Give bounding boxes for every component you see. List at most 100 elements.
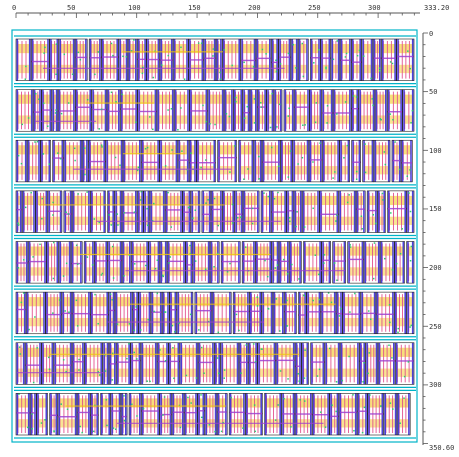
- standard-cell[interactable]: [332, 241, 347, 284]
- standard-cell[interactable]: [339, 342, 360, 385]
- standard-cell[interactable]: [120, 393, 128, 436]
- standard-cell[interactable]: [381, 38, 397, 81]
- standard-cell[interactable]: [360, 291, 377, 335]
- standard-cell[interactable]: [41, 89, 52, 132]
- standard-cell[interactable]: [121, 190, 138, 233]
- standard-cell[interactable]: [128, 393, 142, 436]
- standard-cell[interactable]: [49, 393, 58, 436]
- standard-cell[interactable]: [15, 38, 32, 81]
- standard-cell[interactable]: [71, 342, 85, 385]
- standard-cell[interactable]: [272, 291, 285, 335]
- standard-cell[interactable]: [141, 393, 160, 436]
- standard-cell[interactable]: [45, 291, 62, 335]
- cell-row[interactable]: [14, 35, 416, 85]
- standard-cell[interactable]: [342, 291, 361, 335]
- standard-cell[interactable]: [32, 89, 42, 132]
- standard-cell[interactable]: [257, 89, 267, 132]
- standard-cell[interactable]: [174, 89, 190, 132]
- standard-cell[interactable]: [137, 89, 157, 132]
- standard-cell[interactable]: [71, 190, 91, 233]
- standard-cell[interactable]: [24, 342, 42, 385]
- standard-cell[interactable]: [88, 38, 102, 81]
- standard-cell[interactable]: [61, 291, 73, 335]
- standard-cell[interactable]: [278, 38, 292, 81]
- standard-cell[interactable]: [301, 342, 309, 385]
- standard-cell[interactable]: [321, 89, 334, 132]
- standard-cell[interactable]: [294, 393, 313, 436]
- standard-cell[interactable]: [278, 241, 290, 284]
- standard-cell[interactable]: [249, 89, 258, 132]
- standard-cell[interactable]: [184, 393, 198, 436]
- standard-cell[interactable]: [242, 190, 260, 233]
- standard-cell[interactable]: [137, 38, 147, 81]
- standard-cell[interactable]: [90, 190, 106, 233]
- standard-cell[interactable]: [182, 190, 191, 233]
- standard-cell[interactable]: [35, 190, 48, 233]
- standard-cell[interactable]: [41, 342, 54, 385]
- standard-cell[interactable]: [406, 291, 415, 335]
- standard-cell[interactable]: [261, 139, 281, 183]
- standard-cell[interactable]: [194, 291, 213, 335]
- standard-cell[interactable]: [310, 342, 325, 385]
- standard-cell[interactable]: [253, 139, 263, 183]
- standard-cell[interactable]: [383, 393, 398, 436]
- standard-cell[interactable]: [391, 139, 402, 183]
- standard-cell[interactable]: [74, 38, 88, 81]
- standard-cell[interactable]: [58, 38, 76, 81]
- standard-cell[interactable]: [321, 241, 332, 284]
- standard-cell[interactable]: [75, 89, 92, 132]
- standard-cell[interactable]: [90, 291, 109, 335]
- standard-cell[interactable]: [169, 291, 177, 335]
- standard-cell[interactable]: [406, 241, 415, 284]
- standard-cell[interactable]: [102, 342, 110, 385]
- standard-cell[interactable]: [394, 291, 407, 335]
- standard-cell[interactable]: [309, 38, 321, 81]
- standard-cell[interactable]: [63, 190, 73, 233]
- standard-cell[interactable]: [159, 139, 178, 183]
- standard-cell[interactable]: [234, 190, 244, 233]
- standard-cell[interactable]: [351, 38, 362, 81]
- standard-cell[interactable]: [29, 393, 37, 436]
- standard-cell[interactable]: [233, 89, 243, 132]
- standard-cell[interactable]: [361, 38, 374, 81]
- standard-cell[interactable]: [377, 342, 396, 385]
- standard-cell[interactable]: [214, 342, 221, 385]
- standard-cell[interactable]: [210, 190, 223, 233]
- standard-cell[interactable]: [47, 190, 63, 233]
- standard-cell[interactable]: [157, 342, 169, 385]
- standard-cell[interactable]: [365, 342, 379, 385]
- standard-cell[interactable]: [351, 89, 359, 132]
- standard-cell-rows[interactable]: [14, 35, 416, 439]
- standard-cell[interactable]: [303, 241, 322, 284]
- cell-row[interactable]: [14, 389, 416, 439]
- standard-cell[interactable]: [141, 139, 160, 183]
- standard-cell[interactable]: [366, 190, 378, 233]
- standard-cell[interactable]: [379, 241, 395, 284]
- standard-cell[interactable]: [140, 342, 158, 385]
- standard-cell[interactable]: [159, 241, 168, 284]
- standard-cell[interactable]: [176, 291, 194, 335]
- standard-cell[interactable]: [266, 89, 275, 132]
- standard-cell[interactable]: [319, 190, 339, 233]
- standard-cell[interactable]: [394, 241, 405, 284]
- standard-cell[interactable]: [298, 291, 307, 335]
- standard-cell[interactable]: [108, 291, 116, 335]
- standard-cell[interactable]: [402, 89, 415, 132]
- standard-cell[interactable]: [188, 38, 204, 81]
- standard-cell[interactable]: [228, 393, 246, 436]
- standard-cell[interactable]: [271, 38, 279, 81]
- standard-cell[interactable]: [71, 291, 91, 335]
- cell-row[interactable]: [14, 288, 416, 338]
- standard-cell[interactable]: [107, 190, 115, 233]
- cell-row[interactable]: [14, 187, 416, 237]
- standard-cell[interactable]: [52, 139, 64, 183]
- standard-cell[interactable]: [21, 190, 36, 233]
- standard-cell[interactable]: [356, 393, 368, 436]
- standard-cell[interactable]: [177, 139, 190, 183]
- standard-cell[interactable]: [264, 393, 282, 436]
- standard-cell[interactable]: [387, 190, 407, 233]
- standard-cell[interactable]: [289, 241, 302, 284]
- standard-cell[interactable]: [90, 393, 99, 436]
- standard-cell[interactable]: [197, 342, 215, 385]
